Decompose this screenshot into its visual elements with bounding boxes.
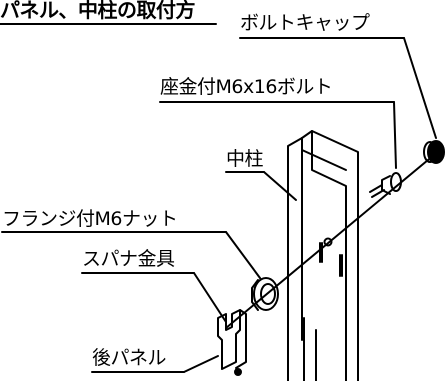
leader-center-post [225,171,297,201]
washer-bolt [369,172,402,198]
label-spanner-fitting: スパナ金具 [82,248,175,270]
leader-flange-nut [1,231,261,279]
center-post [287,130,359,381]
flange-nut [251,277,279,311]
bolt-cap [423,140,445,164]
leader-washer-bolt [159,101,397,169]
spanner-fitting [217,309,247,376]
label-washer-bolt: 座金付M6x16ボルト [160,76,333,98]
leader-bolt-cap [239,37,437,139]
label-flange-nut: フランジ付M6ナット [2,208,178,230]
label-rear-panel: 後パネル [92,347,167,369]
label-bolt-cap: ボルトキャップ [240,12,370,34]
leader-spanner [81,272,227,323]
leader-rear-panel [91,355,219,373]
page-title: パネル、中柱の取付方 [0,0,196,22]
label-center-post: 中柱 [226,148,264,170]
assembly-axis [225,149,441,329]
